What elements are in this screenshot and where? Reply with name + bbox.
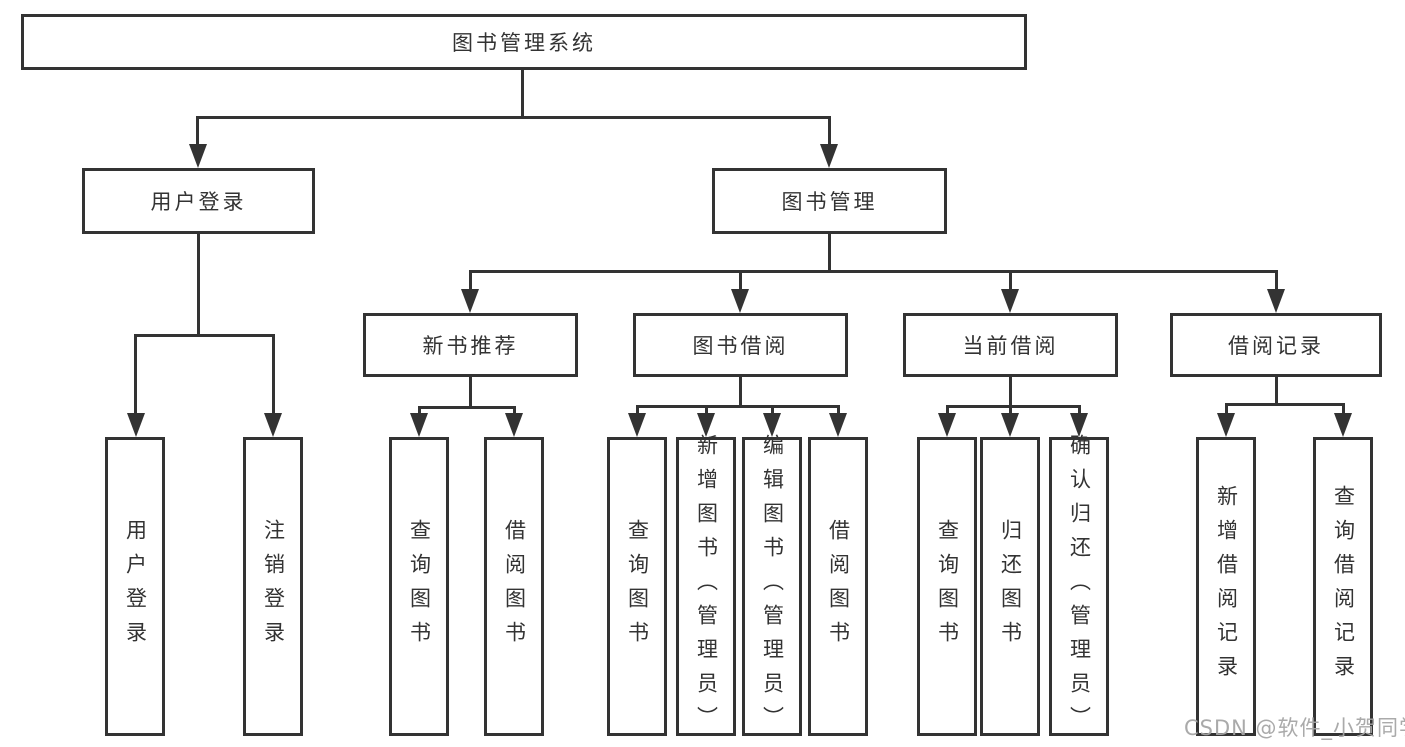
arrow-down-icon	[1267, 289, 1285, 313]
arrow-down-icon	[1334, 413, 1352, 437]
node-leaf-edit-book-admin: 编辑图书（管理员）	[742, 434, 802, 740]
arrow-down-icon	[189, 144, 207, 168]
arrow-down-icon	[938, 413, 956, 437]
node-label: 查询图书	[407, 518, 432, 655]
connector-line	[521, 69, 524, 119]
node-label: 当前借阅	[962, 334, 1059, 358]
connector-line	[1275, 270, 1278, 293]
connector-line	[1078, 405, 1081, 418]
connector-line	[636, 405, 639, 418]
arrow-down-icon	[410, 413, 428, 437]
node-label: 借阅记录	[1228, 334, 1324, 358]
arrow-down-icon	[820, 144, 838, 168]
node-label: 确认归还（管理员）	[1067, 433, 1092, 740]
node-current-borrowing: 当前借阅	[903, 313, 1118, 377]
arrow-down-icon	[127, 413, 145, 437]
node-book-management: 图书管理	[712, 168, 947, 234]
connector-line	[196, 116, 199, 148]
connector-line	[272, 334, 275, 416]
connector-line	[946, 405, 1081, 408]
connector-line	[134, 334, 275, 337]
connector-line	[837, 405, 840, 418]
node-label: 图书借阅	[692, 334, 789, 358]
connector-line	[418, 406, 421, 418]
connector-line	[1275, 377, 1278, 406]
connector-line	[197, 234, 200, 337]
arrow-down-icon	[1001, 289, 1019, 313]
node-label: 用户登录	[150, 190, 247, 214]
node-label: 新增图书（管理员）	[694, 433, 719, 740]
connector-line	[1009, 270, 1012, 293]
node-label: 编辑图书（管理员）	[760, 433, 785, 740]
arrow-down-icon	[1217, 413, 1235, 437]
connector-line	[705, 405, 708, 418]
node-label: 查询图书	[935, 518, 960, 655]
node-leaf-borrow-books-rec: 借阅图书	[484, 437, 544, 736]
node-book-borrowing: 图书借阅	[633, 313, 848, 377]
node-leaf-query-books-bb: 查询图书	[607, 437, 667, 736]
node-label: 图书管理	[781, 190, 878, 214]
connector-line	[418, 406, 516, 409]
connector-line	[828, 116, 831, 148]
node-leaf-confirm-return-admin: 确认归还（管理员）	[1049, 434, 1109, 740]
connector-line	[469, 270, 1278, 273]
node-leaf-return-books: 归还图书	[980, 437, 1040, 736]
node-label: 借阅图书	[502, 518, 527, 655]
node-label: 注销登录	[261, 518, 286, 655]
node-leaf-logout: 注销登录	[243, 437, 303, 736]
node-library-management-system: 图书管理系统	[21, 14, 1027, 70]
node-leaf-add-borrow-record: 新增借阅记录	[1196, 437, 1256, 736]
connector-line	[771, 405, 774, 418]
node-label: 用户登录	[123, 518, 148, 655]
connector-line	[1342, 403, 1345, 418]
arrow-down-icon	[1001, 413, 1019, 437]
connector-line	[513, 406, 516, 418]
connector-line	[134, 334, 137, 416]
node-leaf-add-book-admin: 新增图书（管理员）	[676, 434, 736, 740]
arrow-down-icon	[461, 289, 479, 313]
node-label: 图书管理系统	[452, 31, 596, 55]
connector-line	[1009, 405, 1012, 418]
node-label: 归还图书	[998, 518, 1023, 655]
arrow-down-icon	[763, 413, 781, 437]
connector-line	[1225, 403, 1228, 418]
node-new-book-recommendation: 新书推荐	[363, 313, 578, 377]
connector-line	[946, 405, 949, 418]
node-user-login: 用户登录	[82, 168, 315, 234]
node-label: 查询借阅记录	[1331, 484, 1356, 689]
node-borrowing-records: 借阅记录	[1170, 313, 1382, 377]
node-leaf-query-borrow-record: 查询借阅记录	[1313, 437, 1373, 736]
connector-line	[739, 377, 742, 408]
node-leaf-borrow-books-bb: 借阅图书	[808, 437, 868, 736]
arrow-down-icon	[505, 413, 523, 437]
arrow-down-icon	[731, 289, 749, 313]
connector-line	[196, 116, 831, 119]
node-label: 新增借阅记录	[1214, 484, 1239, 689]
node-label: 新书推荐	[422, 334, 519, 358]
arrow-down-icon	[628, 413, 646, 437]
connector-line	[469, 377, 472, 409]
node-leaf-query-books-rec: 查询图书	[389, 437, 449, 736]
arrow-down-icon	[697, 413, 715, 437]
arrow-down-icon	[264, 413, 282, 437]
node-leaf-user-login: 用户登录	[105, 437, 165, 736]
connector-line	[1225, 403, 1345, 406]
connector-line	[469, 270, 472, 293]
node-label: 查询图书	[625, 518, 650, 655]
connector-line	[828, 234, 831, 273]
node-leaf-query-books-cb: 查询图书	[917, 437, 977, 736]
connector-line	[739, 270, 742, 293]
arrow-down-icon	[1070, 413, 1088, 437]
connector-line	[1009, 377, 1012, 408]
watermark: CSDN @软件_小贺同学	[1184, 716, 1405, 740]
node-label: 借阅图书	[826, 518, 851, 655]
connector-line	[636, 405, 840, 408]
arrow-down-icon	[829, 413, 847, 437]
